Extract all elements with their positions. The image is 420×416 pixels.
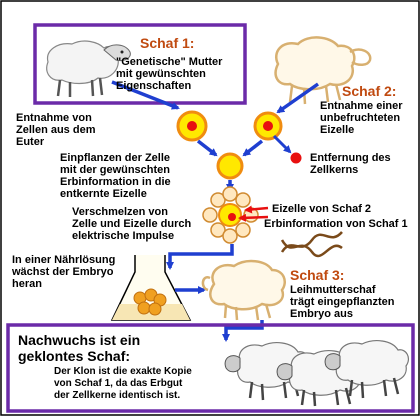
culture-step-1: In einer Nährlösung	[12, 254, 116, 266]
sheep1-illustration	[46, 40, 131, 97]
sheep1-title: Schaf 1:	[140, 35, 195, 51]
culture-step-3: heran	[12, 278, 42, 290]
fusion-step-1: Verschmelzen von	[72, 206, 168, 218]
sheep1-desc-1: "Genetische" Mutter	[116, 56, 223, 68]
sheep3-illustration	[201, 259, 286, 321]
arrow-cell-to-fusion	[196, 139, 218, 157]
udder-step-2: Zellen aus dem	[16, 124, 96, 136]
egg-cell-label: Eizelle von Schaf 2	[272, 203, 372, 215]
sheep3-desc-3: Embryo aus	[290, 308, 353, 320]
fusion-step-3: elektrische Impulse	[72, 230, 175, 242]
result-frame	[6, 323, 415, 413]
sheep2-desc-3: Eizelle	[320, 124, 355, 136]
arrow-to-flask	[166, 244, 234, 270]
sheep2-title: Schaf 2:	[342, 83, 397, 99]
implant-step-4: entkernte Eizelle	[60, 188, 147, 200]
dna-helix-icon	[280, 231, 343, 258]
sheep2-desc-2: unbefruchteten	[320, 112, 401, 124]
result-desc-2: von Schaf 1, da das Erbgut	[54, 378, 183, 389]
implant-step-1: Einpflanzen der Zelle	[60, 152, 171, 164]
implant-step-2: mit der gewünschten	[60, 164, 171, 176]
sheep1-desc-2: mit gewünschten	[116, 68, 206, 80]
arrow-egg-to-fusion	[242, 139, 264, 157]
culture-step-2: wächst der Embryo	[12, 266, 114, 278]
arrow-to-result	[222, 320, 264, 342]
udder-step-3: Euter	[16, 136, 45, 148]
arrow-nucleus-removal	[272, 134, 292, 154]
cloned-sheep-illustration	[224, 340, 410, 407]
sheep2-desc-1: Entnahme einer	[320, 100, 403, 112]
enucleated-egg-icon	[216, 152, 244, 180]
arrow-gene-label	[238, 213, 269, 222]
fused-cell-icon	[202, 186, 259, 244]
arrow-sheep2-to-egg	[276, 82, 320, 114]
nucleus-removal-2: Zellkerns	[310, 164, 359, 176]
result-title-1: Nachwuchs ist ein	[18, 332, 141, 348]
removed-nucleus-icon	[290, 152, 302, 164]
egg-cell-icon	[253, 111, 283, 141]
sheep1-frame	[33, 23, 247, 105]
sheep3-desc-1: Leihmutterschaf	[290, 284, 376, 296]
arrow-sheep1-to-cell	[111, 80, 180, 110]
udder-step-1: Entnahme von	[16, 112, 92, 124]
arrow-egg-label	[244, 205, 269, 214]
sheep3-title: Schaf 3:	[290, 267, 345, 283]
gene-info-label: Erbinformation von Schaf 1	[264, 218, 408, 230]
sheep3-desc-2: trägt eingepflanzten	[290, 296, 395, 308]
result-title-2: geklontes Schaf:	[18, 348, 131, 364]
body-cell-icon	[176, 110, 208, 142]
implant-step-3: Erbinformation in die	[60, 176, 171, 188]
sheep2-illustration	[274, 36, 372, 105]
culture-flask-icon	[110, 255, 192, 321]
result-desc-3: der Zellkerne identisch ist.	[54, 390, 181, 401]
fusion-step-2: Zelle und Eizelle durch	[72, 218, 192, 230]
sheep1-desc-3: Eigenschaften	[116, 80, 192, 92]
nucleus-removal-1: Entfernung des	[310, 152, 391, 164]
result-desc-1: Der Klon ist die exakte Kopie	[54, 366, 192, 377]
